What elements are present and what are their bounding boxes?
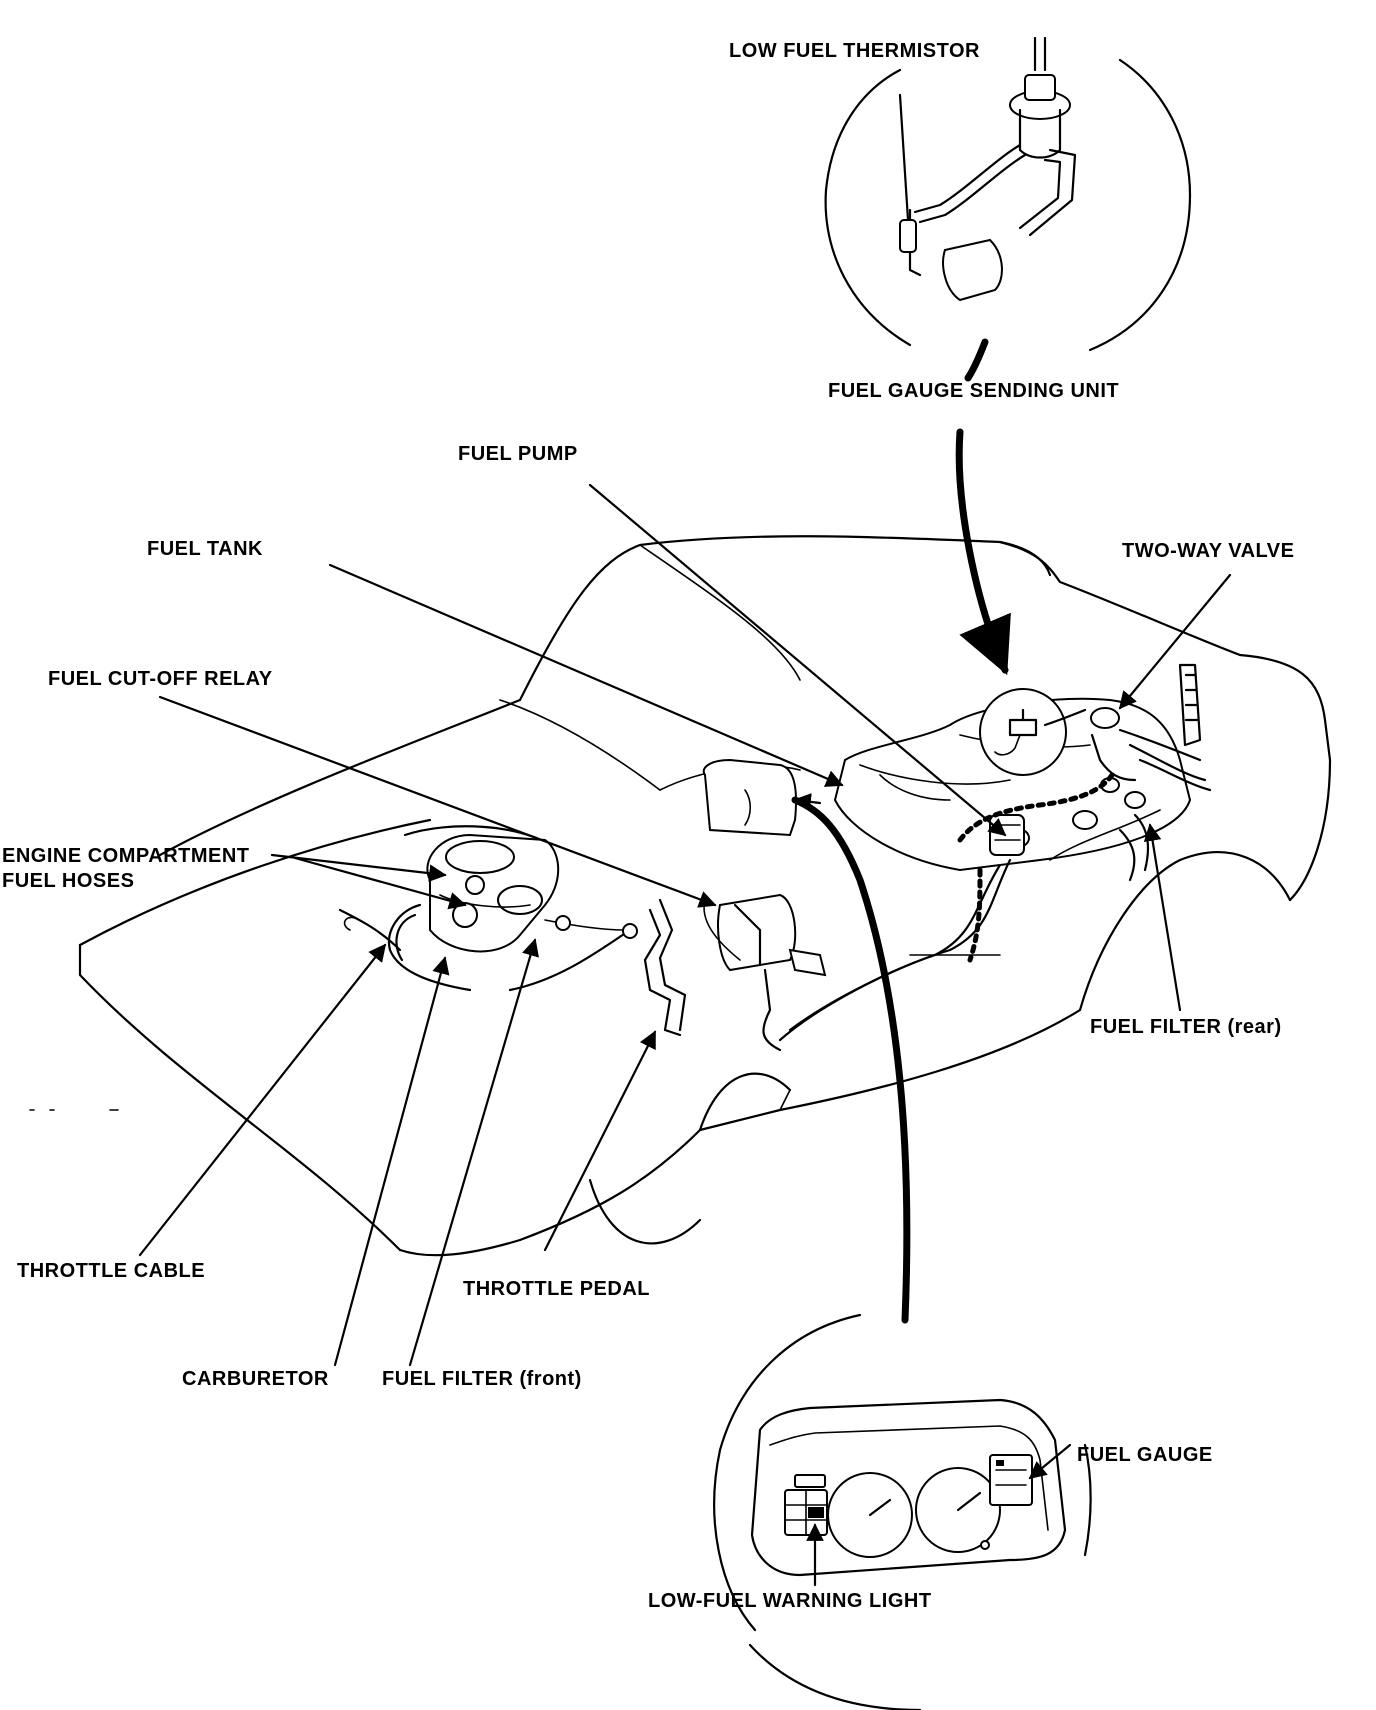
label-fuel-gauge-sending-unit: FUEL GAUGE SENDING UNIT [828,380,1119,402]
label-low-fuel-warning-light: LOW-FUEL WARNING LIGHT [648,1590,932,1612]
label-fuel-gauge: FUEL GAUGE [1077,1444,1213,1466]
throttle-pedal-part [643,898,687,1037]
sending-unit-inset [824,36,1192,382]
car-body [29,535,1332,1257]
leader-lines [138,428,1232,1587]
label-engine-compartment-line1: ENGINE COMPARTMENT [2,845,250,867]
engine-assembly [387,833,638,992]
label-fuel-cut-off-relay: FUEL CUT-OFF RELAY [48,668,273,690]
label-two-way-valve: TWO-WAY VALVE [1122,540,1294,562]
label-fuel-tank: FUEL TANK [147,538,263,560]
fuel-tank-part [778,663,1212,1042]
label-fuel-filter-rear: FUEL FILTER (rear) [1090,1016,1282,1038]
label-carburetor: CARBURETOR [182,1368,329,1390]
label-engine-compartment-line2: FUEL HOSES [2,870,134,892]
label-low-fuel-thermistor: LOW FUEL THERMISTOR [729,40,980,62]
instrument-cluster-inset [713,1313,1092,1710]
label-throttle-pedal: THROTTLE PEDAL [463,1278,650,1300]
relay-assembly [702,758,827,1052]
callout-labels: LOW FUEL THERMISTOR FUEL GAUGE SENDING U… [2,40,1294,1612]
label-fuel-filter-front: FUEL FILTER (front) [382,1368,582,1390]
label-throttle-cable: THROTTLE CABLE [17,1260,205,1282]
label-fuel-pump: FUEL PUMP [458,443,578,465]
